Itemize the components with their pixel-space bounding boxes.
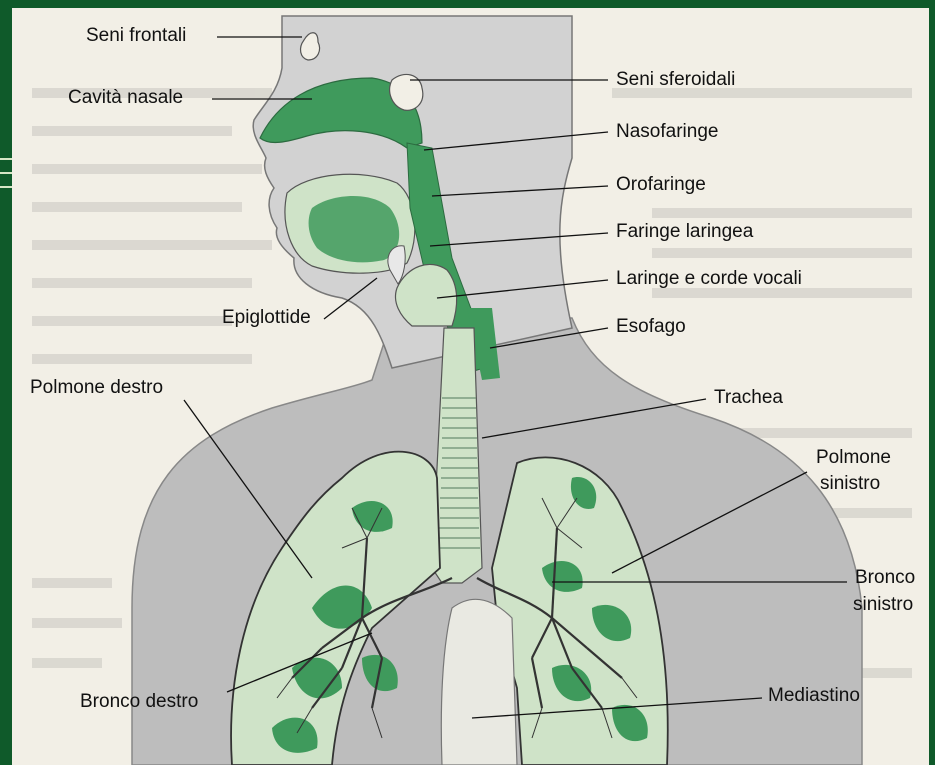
top-frame-bar: [0, 0, 935, 8]
label-polmone-sinistro-line1: Polmone: [816, 447, 891, 469]
right-frame-bar: [929, 0, 935, 765]
label-polmone-sinistro-line2: sinistro: [820, 473, 880, 495]
label-polmone-destro: Polmone destro: [30, 377, 163, 399]
label-orofaringe: Orofaringe: [616, 174, 706, 196]
label-nasofaringe: Nasofaringe: [616, 121, 718, 143]
label-bronco-sinistro-line2: sinistro: [853, 594, 913, 616]
left-frame-bar: [0, 0, 12, 765]
label-esofago: Esofago: [616, 316, 686, 338]
mediastinum-region: [441, 599, 517, 765]
label-faringe-laringea: Faringe laringea: [616, 221, 753, 243]
label-mediastino: Mediastino: [768, 685, 860, 707]
label-trachea: Trachea: [714, 387, 783, 409]
anatomy-figure: Seni frontali Cavità nasale Seni sferoid…: [12, 8, 929, 765]
label-cavita-nasale: Cavità nasale: [68, 87, 183, 109]
label-seni-sferoidali: Seni sferoidali: [616, 69, 735, 91]
label-bronco-sinistro-line1: Bronco: [855, 567, 915, 589]
label-bronco-destro: Bronco destro: [80, 691, 198, 713]
label-epiglottide: Epiglottide: [222, 307, 311, 329]
label-seni-frontali: Seni frontali: [86, 25, 186, 47]
label-laringe-corde-vocali: Laringe e corde vocali: [616, 268, 802, 290]
